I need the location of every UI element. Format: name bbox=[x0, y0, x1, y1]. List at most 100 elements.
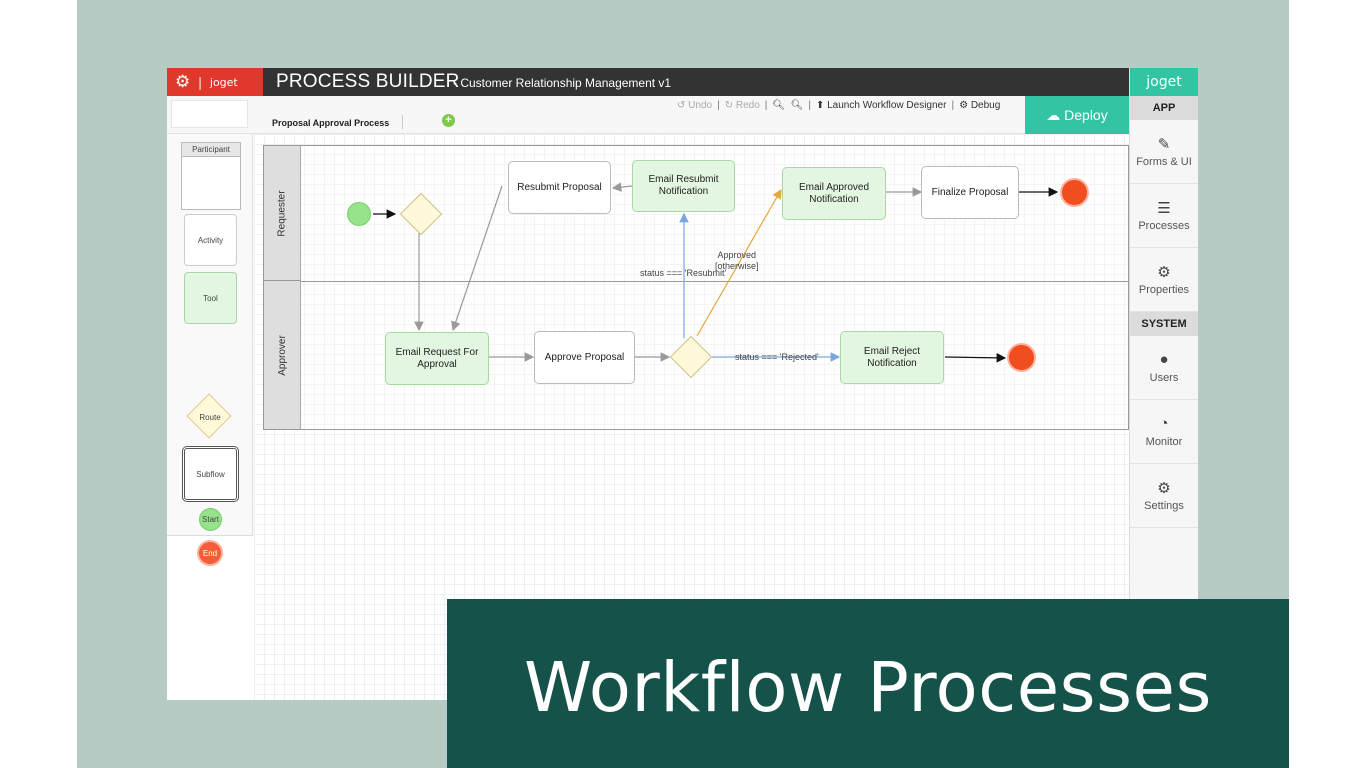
lane-label: Approver bbox=[276, 334, 288, 376]
toolbar-actions: ↺ Undo | ↻ Redo | 🔍︎ 🔍︎ | ⬆ Launch Workflow De… bbox=[677, 100, 1000, 111]
activity-resubmit-proposal[interactable]: Resubmit Proposal bbox=[508, 161, 611, 214]
palette-participant[interactable]: Participant bbox=[181, 142, 241, 210]
palette-activity[interactable]: Activity bbox=[184, 214, 237, 266]
node-label: Email Request For Approval bbox=[395, 346, 479, 370]
launch-label: Launch Workflow Designer bbox=[827, 100, 947, 111]
nav-item-users[interactable]: ● Users bbox=[1130, 336, 1198, 400]
deploy-label: Deploy bbox=[1064, 107, 1108, 123]
flow-label-approved-line2: [otherwise] bbox=[715, 261, 759, 271]
flow-label-approved-line1: Approved bbox=[717, 250, 757, 260]
upload-icon: ⬆ bbox=[815, 100, 825, 111]
redo-label: Redo bbox=[735, 100, 760, 111]
nav-item-label: Settings bbox=[1144, 500, 1184, 512]
palette-route[interactable]: Route bbox=[184, 400, 236, 434]
nav-item-settings[interactable]: ⚙ Settings bbox=[1130, 464, 1198, 528]
nav-header-app: APP bbox=[1130, 96, 1198, 120]
nav-item-label: Monitor bbox=[1145, 436, 1183, 448]
tool-email-approved[interactable]: Email Approved Notification bbox=[782, 167, 886, 220]
app-title: PROCESS BUILDER bbox=[276, 71, 460, 92]
flow-label-rejected: status === 'Rejected' bbox=[735, 352, 819, 362]
node-label: Email Approved Notification bbox=[798, 181, 870, 205]
user-icon: ● bbox=[1159, 351, 1169, 368]
tool-email-request[interactable]: Email Request For Approval bbox=[385, 332, 489, 385]
element-palette: Participant Activity Tool Route Subflow … bbox=[167, 134, 253, 566]
tool-email-resubmit[interactable]: Email Resubmit Notification bbox=[632, 160, 735, 212]
node-label: Email Resubmit Notification bbox=[648, 174, 719, 197]
nav-item-label: Users bbox=[1149, 372, 1179, 384]
palette-label: Subflow bbox=[196, 469, 225, 479]
add-process-icon[interactable]: + bbox=[442, 114, 455, 127]
lane-divider bbox=[301, 281, 1129, 282]
joget-logo: joget bbox=[1130, 68, 1198, 96]
process-pool: Requester Approver bbox=[263, 145, 1129, 430]
palette-start[interactable]: Start bbox=[199, 508, 222, 531]
flow-label-resubmit: status === 'Resubmit' bbox=[640, 268, 727, 278]
palette-label: Route bbox=[199, 412, 221, 422]
palette-label: Activity bbox=[197, 235, 224, 245]
lane-approver[interactable]: Approver bbox=[264, 281, 301, 429]
debug-label: Debug bbox=[970, 100, 1001, 111]
gears-icon: ⚙ bbox=[1157, 480, 1171, 497]
nav-item-monitor[interactable]: ◔ Monitor bbox=[1130, 400, 1198, 464]
gear-icon: ⚙ bbox=[1157, 264, 1171, 281]
edit-icon: ✎ bbox=[1157, 136, 1171, 153]
nav-item-label: Forms & UI bbox=[1136, 156, 1192, 168]
palette-tool[interactable]: Tool bbox=[184, 272, 237, 324]
right-nav: joget APP ✎ Forms & UI ☰ Processes ⚙ Pro… bbox=[1129, 68, 1198, 700]
flow-label-approved: Approved [otherwise] bbox=[715, 250, 759, 272]
list-icon: ☰ bbox=[1157, 200, 1171, 217]
cloud-upload-icon: ☁ bbox=[1046, 106, 1061, 123]
toolbar: Proposal Approval Process + ↺ Undo | ↻ Red… bbox=[167, 96, 1129, 134]
dashboard-icon: ◔ bbox=[1159, 415, 1169, 432]
nav-item-forms[interactable]: ✎ Forms & UI bbox=[1130, 120, 1198, 184]
title-banner: Workflow Processes bbox=[447, 599, 1289, 768]
lane-requester[interactable]: Requester bbox=[264, 146, 301, 281]
tool-email-reject[interactable]: Email Reject Notification bbox=[840, 331, 944, 384]
start-event[interactable] bbox=[347, 202, 371, 226]
node-label: Email Reject Notification bbox=[863, 345, 921, 369]
tab-divider bbox=[402, 115, 403, 129]
title-bar: ⚙ | joget PROCESS BUILDER - Customer Rel… bbox=[167, 68, 1129, 96]
palette-label: End bbox=[202, 548, 218, 558]
nav-item-label: Processes bbox=[1138, 220, 1190, 232]
nav-item-label: Properties bbox=[1138, 284, 1190, 296]
header-logo[interactable]: ⚙ | joget bbox=[167, 68, 263, 96]
joget-logo: joget bbox=[209, 75, 238, 89]
palette-subflow[interactable]: Subflow bbox=[182, 446, 239, 502]
palette-label: Tool bbox=[203, 293, 218, 303]
palette-label: Participant bbox=[182, 143, 240, 157]
end-event-rejected[interactable] bbox=[1007, 343, 1036, 372]
node-label: Resubmit Proposal bbox=[517, 181, 602, 193]
logo-divider: | bbox=[198, 74, 202, 90]
activity-approve-proposal[interactable]: Approve Proposal bbox=[534, 331, 635, 384]
app-subtitle: - Customer Relationship Management v1 bbox=[453, 76, 672, 90]
redo-button[interactable]: ↻ Redo bbox=[724, 100, 760, 111]
palette-label: Start bbox=[202, 515, 219, 524]
lane-label: Requester bbox=[276, 189, 288, 237]
deploy-button[interactable]: ☁ Deploy bbox=[1025, 96, 1129, 134]
toolbar-sep: | bbox=[808, 100, 811, 111]
toolbar-sep: | bbox=[951, 100, 955, 111]
node-label: Approve Proposal bbox=[544, 351, 625, 363]
gears-icon: ⚙ bbox=[175, 72, 191, 91]
debug-button[interactable]: ⚙ Debug bbox=[959, 100, 1000, 111]
zoom-in-icon[interactable]: 🔍︎ bbox=[790, 100, 804, 111]
toolbar-sep: | bbox=[764, 100, 768, 111]
undo-label: Undo bbox=[688, 100, 713, 111]
node-label: Finalize Proposal bbox=[931, 186, 1009, 198]
zoom-out-icon[interactable]: 🔍︎ bbox=[772, 100, 786, 111]
launch-designer-button[interactable]: ⬆ Launch Workflow Designer bbox=[816, 100, 947, 111]
nav-item-processes[interactable]: ☰ Processes bbox=[1130, 184, 1198, 248]
activity-finalize-proposal[interactable]: Finalize Proposal bbox=[921, 166, 1019, 219]
banner-title: Workflow Processes bbox=[524, 647, 1212, 728]
end-event-approved[interactable] bbox=[1060, 178, 1089, 207]
nav-header-system: SYSTEM bbox=[1130, 312, 1198, 336]
process-tab[interactable]: Proposal Approval Process bbox=[272, 118, 390, 128]
nav-item-properties[interactable]: ⚙ Properties bbox=[1130, 248, 1198, 312]
toolbar-sep: | bbox=[717, 100, 720, 111]
cog-icon: ⚙ bbox=[959, 100, 969, 111]
undo-button[interactable]: ↺ Undo bbox=[677, 100, 713, 111]
palette-end[interactable]: End bbox=[197, 540, 223, 566]
toolbar-blank-box bbox=[171, 100, 248, 128]
